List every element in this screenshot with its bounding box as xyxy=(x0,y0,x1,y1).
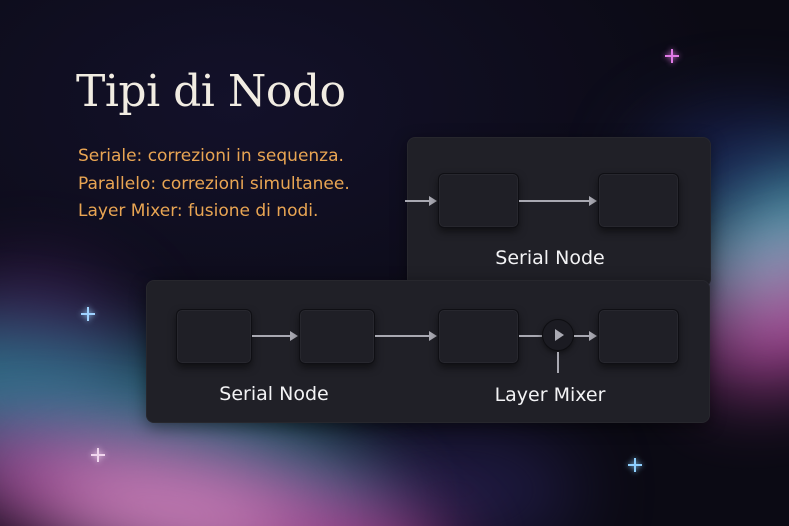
node-type-descriptions: Seriale: correzioni in sequenza. Paralle… xyxy=(78,143,350,226)
connector xyxy=(574,335,589,337)
arrow-head-icon xyxy=(429,196,437,206)
sparkle-star-icon xyxy=(628,458,642,472)
layer-mixer-node[interactable] xyxy=(542,319,574,351)
sparkle-star-icon xyxy=(81,307,95,321)
mixer-secondary-input xyxy=(557,352,559,373)
description-layer-mixer: Layer Mixer: fusione di nodi. xyxy=(78,201,319,221)
connector xyxy=(519,335,542,337)
arrow-head-icon xyxy=(429,331,437,341)
connector xyxy=(519,200,589,202)
mixer-output-node[interactable] xyxy=(598,309,679,364)
connector xyxy=(252,335,290,337)
input-connector xyxy=(405,200,430,202)
layer-mixer-label: Layer Mixer xyxy=(494,384,606,406)
page-title: Tipi di Nodo xyxy=(76,66,346,117)
serial-node-label-bottom: Serial Node xyxy=(219,383,329,405)
arrow-head-icon xyxy=(589,196,597,206)
connector xyxy=(375,335,429,337)
serial-node-3[interactable] xyxy=(176,309,252,364)
serial-node-4[interactable] xyxy=(299,309,375,364)
sparkle-star-icon xyxy=(665,49,679,63)
sparkle-star-icon xyxy=(91,448,105,462)
arrow-head-icon xyxy=(589,331,597,341)
description-serial: Seriale: correzioni in sequenza. xyxy=(78,146,344,166)
serial-node-2[interactable] xyxy=(598,173,679,228)
play-triangle-icon xyxy=(555,329,564,341)
arrow-head-icon xyxy=(290,331,298,341)
serial-node-1[interactable] xyxy=(438,173,519,228)
mixer-input-node[interactable] xyxy=(438,309,519,364)
description-parallel: Parallelo: correzioni simultanee. xyxy=(78,173,350,194)
serial-node-label: Serial Node xyxy=(495,247,605,269)
